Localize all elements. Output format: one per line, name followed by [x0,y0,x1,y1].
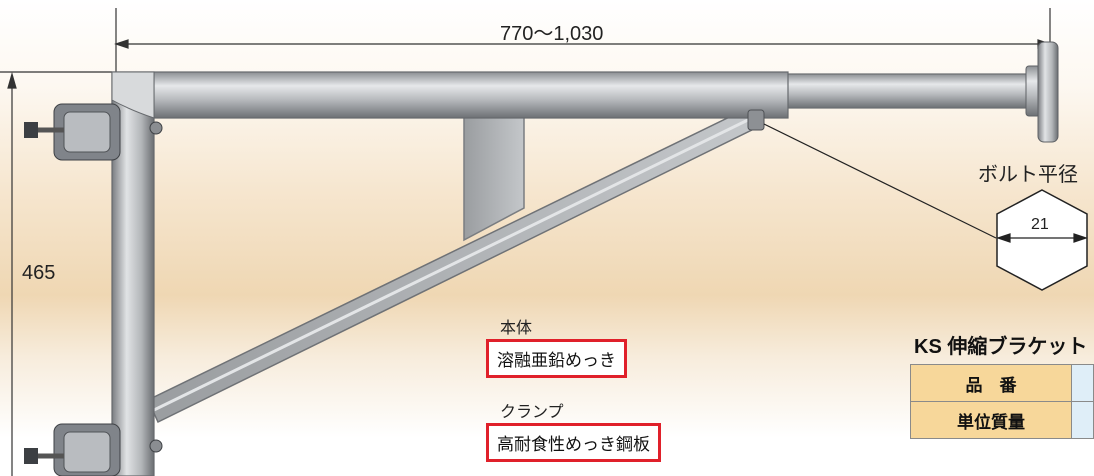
clamp-material-finish: 高耐食性めっき鋼板 [486,423,661,462]
table-cell [1070,401,1094,439]
clamp-material-heading: クランプ [500,404,564,421]
table-header-part-number: 品 番 [910,364,1072,402]
upper-clamp [24,103,163,161]
top-pipe [111,71,789,119]
gusset-plate [463,99,525,242]
lower-clamp [24,423,163,476]
height-dimension-line [0,71,112,476]
bolt-diameter-title: ボルト平径 [978,164,1078,186]
width-dimension-label: 770～1,030 [500,23,604,45]
table-cell [1070,364,1094,402]
bolt-leader-line [763,123,997,239]
bolt-size-arrow [996,233,1088,243]
table-row: 単位質量 [910,401,1094,439]
body-material-heading: 本体 [500,320,533,337]
spec-table: 品 番 単位質量 [910,364,1094,439]
body-material-finish: 溶融亜鉛めっき [486,339,627,378]
joint-bolt [747,109,765,131]
table-row: 品 番 [910,364,1094,402]
bolt-hexagon [996,189,1088,291]
table-header-unit-weight: 単位質量 [910,401,1072,439]
telescoping-tube [779,73,1031,109]
end-plate [1037,41,1059,143]
bolt-diameter-value: 21 [1031,216,1049,233]
height-dimension-label: 465 [22,262,56,284]
spec-table-title: KS 伸縮ブラケット [914,336,1088,358]
